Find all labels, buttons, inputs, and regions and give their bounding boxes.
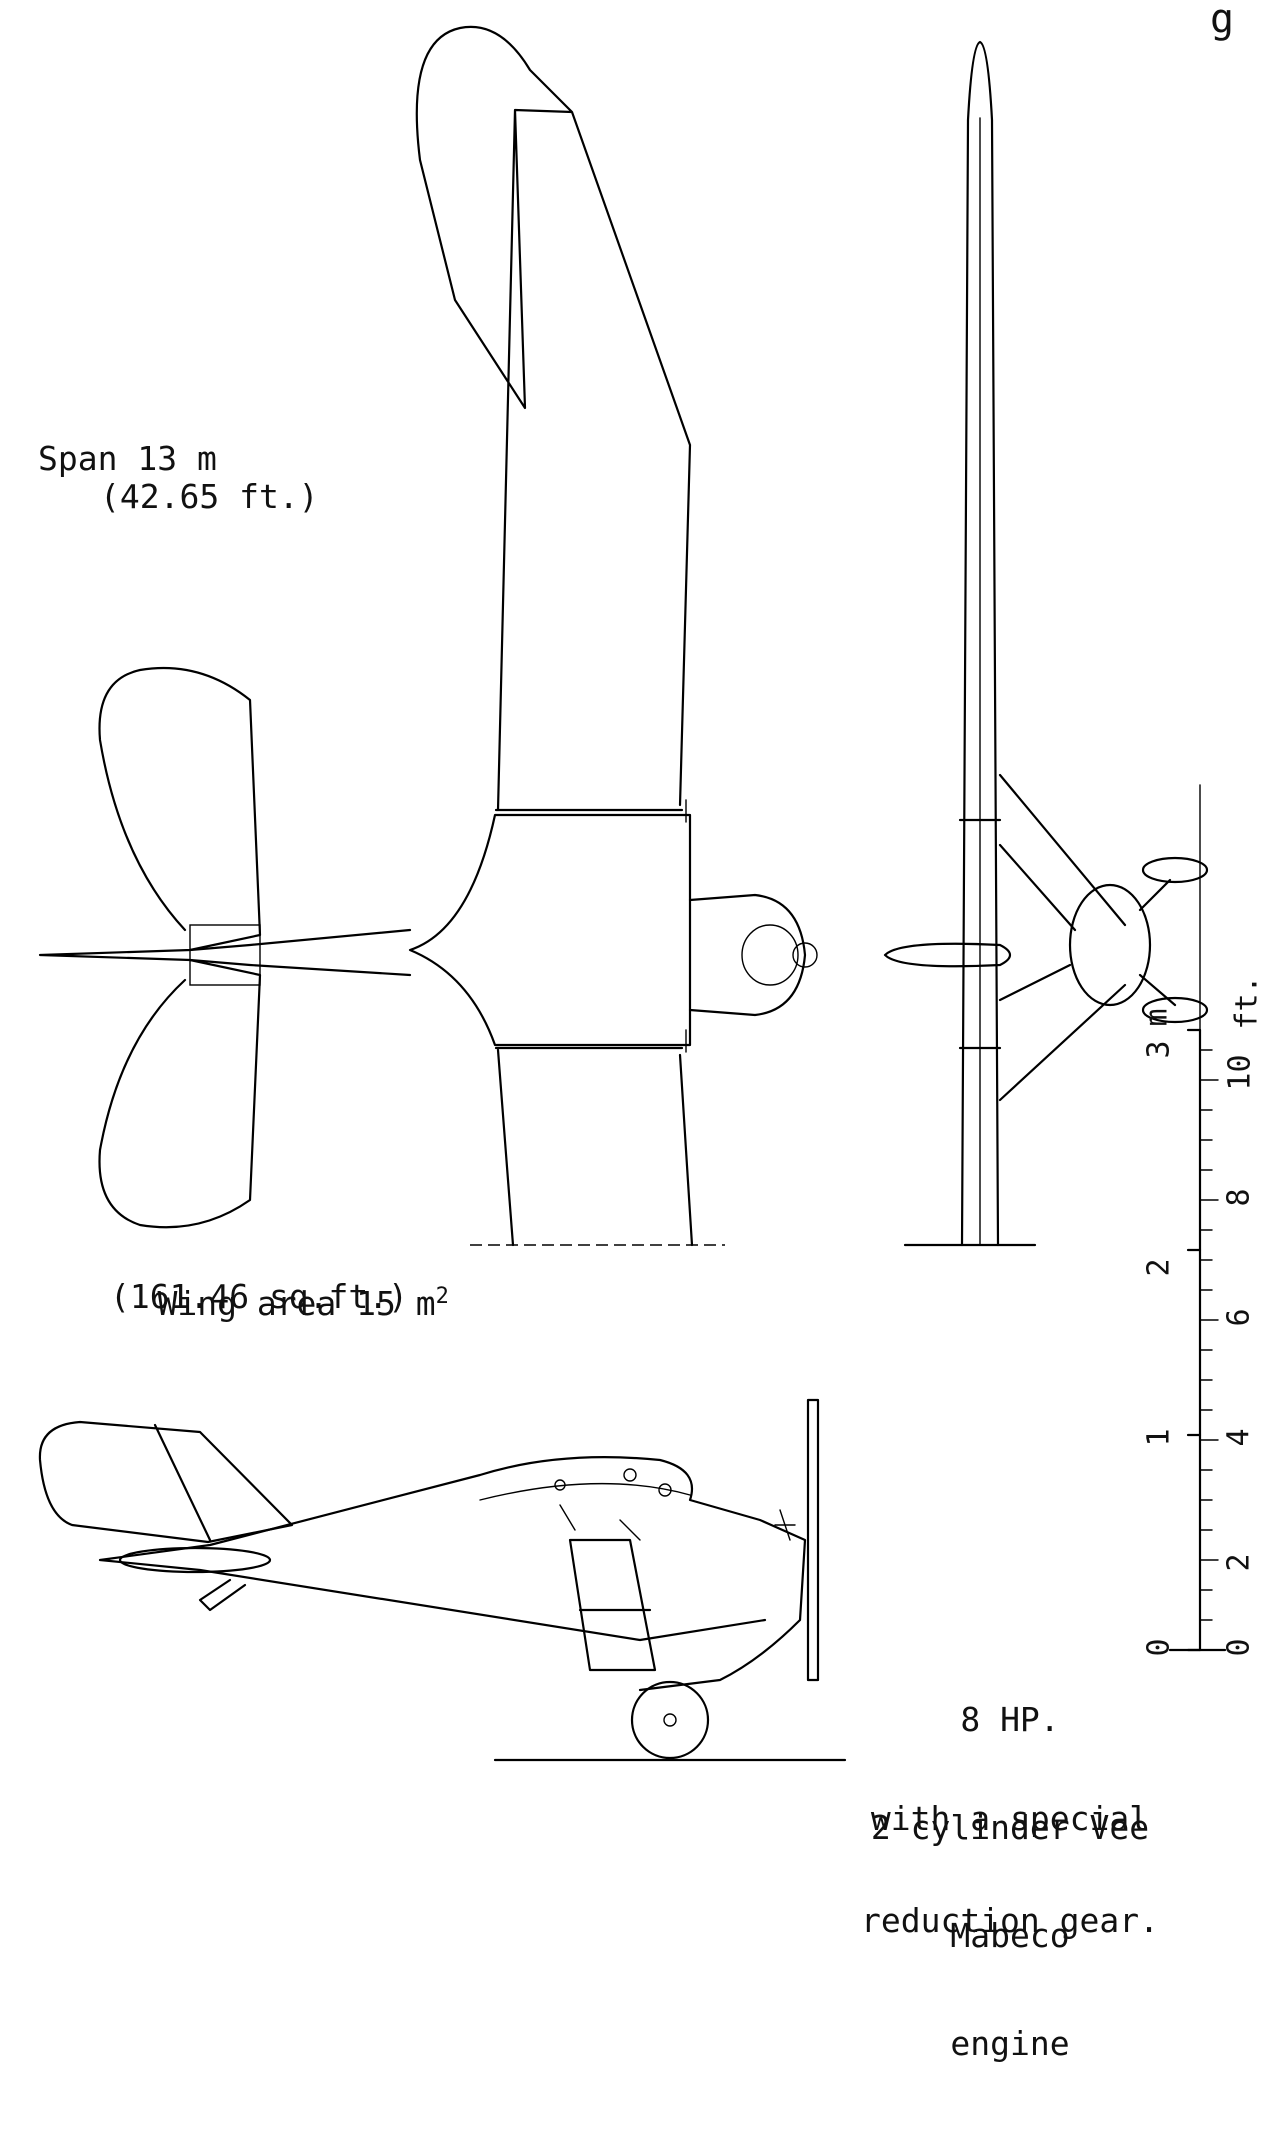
engine-note-line-1: 8 HP. [960,1700,1060,1739]
lower-wing-outline [496,1048,694,1247]
propeller-front [883,942,1012,968]
wheel-hub-side [663,1713,677,1727]
span-label-imperial: (42.65 ft.) [100,477,319,516]
engine-note-line-4: engine [950,2024,1070,2063]
scale-metric-3: 3 [1141,1040,1177,1059]
fuselage-side [98,1456,807,1692]
scale-metric-0: 0 [1141,1638,1177,1657]
scale-metric-2: 2 [1141,1258,1177,1277]
wing-area-text: Wing area 15 m [157,1284,436,1323]
upper-wing-outline [415,25,692,812]
imperial-ticks [1199,1049,1219,1651]
scale-imperial-0: 0 [1221,1638,1257,1657]
port-1 [554,1479,566,1491]
engine-note-line-6: reduction gear. [860,1901,1159,1940]
three-view-diagram: g Span 13 m (42.65 ft.) Wing area 15 m2 … [38,0,1265,2062]
engine-note-tail: with a special reduction gear. [820,1734,1200,2006]
cockpit-side [479,1482,691,1541]
scale-imperial-10: 10 [1222,1054,1258,1091]
fuselage-front [1068,883,1152,1007]
wheel-lower-front [1141,996,1209,1024]
side-view [38,1398,847,1762]
tailskid [198,1578,247,1612]
engine-note-line-5: with a special [870,1799,1150,1838]
port-2 [623,1468,637,1482]
strut-upper [998,773,1127,1102]
fuselage-plan [38,893,807,1017]
scale-imperial-8: 8 [1221,1188,1257,1207]
wing-area-exponent: 2 [435,1284,449,1309]
spinner-plan [792,942,818,968]
plan-view [38,25,818,1247]
gear-side [568,1538,657,1672]
scale-bar [1168,1028,1227,1652]
scale-imperial-2: 2 [1221,1553,1257,1572]
wing-front-edge [960,40,1000,1247]
elevator-box [189,924,261,986]
span-label: Span 13 m [38,439,217,478]
scale-imperial-4: 4 [1221,1428,1257,1447]
wheel-side [630,1680,710,1760]
wheel-upper-front [1141,856,1209,884]
propeller-side [806,1398,820,1682]
aircraft-drawing [38,25,1227,1762]
cylinder-side [774,1509,796,1541]
port-3 [658,1483,672,1497]
engine-cylinders-plan [741,924,799,986]
scale-imperial-unit: ft. [1229,975,1265,1030]
header-mark: g [1210,0,1235,42]
wing-area-imperial: (161.46 sq.ft.) [110,1277,409,1316]
rudder-side [38,1420,294,1544]
gear-upper [1138,878,1177,1007]
center-section [408,813,692,1047]
tailplane-plan [98,666,262,1229]
tailplane-side [118,1546,272,1574]
scale-metric-1: 1 [1141,1428,1177,1447]
wing-area-label: Wing area 15 m2 [78,1240,449,1361]
scale-metric-unit: m [1139,1008,1175,1027]
scale-imperial-6: 6 [1221,1308,1257,1327]
front-view [883,40,1209,1247]
